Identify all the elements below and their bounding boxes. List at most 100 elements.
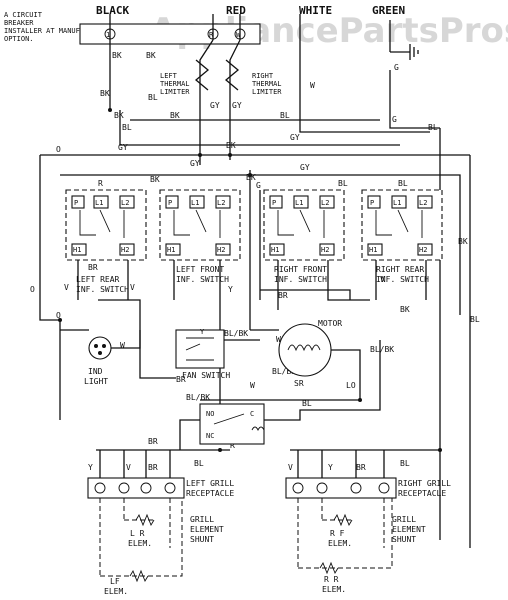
svg-text:RIGHT: RIGHT — [252, 72, 274, 80]
svg-text:O: O — [56, 145, 61, 154]
svg-text:BR: BR — [278, 291, 288, 300]
svg-text:SHUNT: SHUNT — [392, 535, 416, 544]
svg-text:RIGHT GRILL: RIGHT GRILL — [398, 479, 451, 488]
svg-text:V: V — [126, 463, 131, 472]
svg-text:INF. SWITCH: INF. SWITCH — [176, 275, 229, 284]
svg-text:L2: L2 — [121, 199, 129, 207]
svg-text:L1: L1 — [95, 199, 103, 207]
svg-text:V: V — [288, 463, 293, 472]
label-green: GREEN — [372, 4, 405, 17]
svg-text:INSTALLER AT MANUFACTURES: INSTALLER AT MANUFACTURES — [4, 27, 109, 35]
svg-text:LEFT FRONT: LEFT FRONT — [176, 265, 224, 274]
svg-text:BR: BR — [356, 463, 366, 472]
right-rear-inf-switch: P L1 L2 H1 H2 RIGHT REAR INF. SWITCH — [361, 189, 443, 284]
svg-text:Y: Y — [328, 463, 333, 472]
svg-text:BR: BR — [176, 375, 186, 384]
svg-text:GRILL: GRILL — [190, 515, 214, 524]
svg-text:BK: BK — [146, 51, 156, 60]
svg-text:L2: L2 — [321, 199, 329, 207]
svg-text:P: P — [272, 199, 276, 207]
svg-text:BL: BL — [302, 399, 312, 408]
relay: NO C NC — [199, 403, 265, 445]
svg-text:P: P — [370, 199, 374, 207]
ground-symbol: G — [389, 20, 419, 72]
svg-text:ELEM.: ELEM. — [128, 539, 152, 548]
svg-text:NO: NO — [206, 410, 214, 418]
svg-text:GRILL: GRILL — [392, 515, 416, 524]
svg-text:SHUNT: SHUNT — [190, 535, 214, 544]
svg-text:BR: BR — [148, 437, 158, 446]
svg-text:O: O — [56, 311, 61, 320]
svg-text:BL: BL — [148, 93, 158, 102]
svg-text:RIGHT REAR: RIGHT REAR — [376, 265, 424, 274]
motor: MOTOR — [278, 319, 342, 377]
svg-text:L1: L1 — [295, 199, 303, 207]
svg-text:GY: GY — [300, 163, 310, 172]
svg-text:RIGHT FRONT: RIGHT FRONT — [274, 265, 327, 274]
svg-text:H1: H1 — [167, 246, 175, 254]
terminal-block: 1 R W — [79, 23, 261, 45]
svg-text:LO: LO — [346, 381, 356, 390]
left-element-labels: L R ELEM. LF ELEM. GRILL ELEMENT SHUNT — [104, 515, 224, 596]
svg-text:W: W — [250, 381, 255, 390]
svg-text:W: W — [120, 341, 125, 350]
svg-text:THERMAL: THERMAL — [160, 80, 190, 88]
right-thermal-limiter: RIGHT THERMAL LIMITER — [224, 59, 282, 96]
svg-text:BL: BL — [398, 179, 408, 188]
svg-text:L1: L1 — [191, 199, 199, 207]
svg-text:BL/BK: BL/BK — [370, 345, 394, 354]
svg-text:BL: BL — [280, 111, 290, 120]
svg-text:LEFT: LEFT — [160, 72, 178, 80]
fan-switch: Y FAN SWITCH — [175, 328, 230, 380]
svg-text:BL: BL — [338, 179, 348, 188]
svg-text:L2: L2 — [419, 199, 427, 207]
svg-text:LEFT REAR: LEFT REAR — [76, 275, 120, 284]
svg-text:RECEPTACLE: RECEPTACLE — [398, 489, 446, 498]
svg-text:V: V — [380, 275, 385, 284]
label-red: RED — [226, 4, 246, 17]
svg-text:GY: GY — [232, 101, 242, 110]
svg-text:Y: Y — [200, 328, 205, 336]
svg-text:BK: BK — [150, 175, 160, 184]
svg-text:Y: Y — [88, 463, 93, 472]
svg-text:L R: L R — [130, 529, 145, 538]
svg-text:SR: SR — [294, 379, 304, 388]
svg-text:BL: BL — [122, 123, 132, 132]
svg-text:BL: BL — [470, 315, 480, 324]
svg-text:G: G — [394, 63, 399, 72]
svg-text:BREAKER: BREAKER — [4, 19, 34, 27]
svg-text:ELEM.: ELEM. — [104, 587, 128, 596]
svg-text:O: O — [30, 285, 35, 294]
svg-text:R R: R R — [324, 575, 339, 584]
svg-text:INF. SWITCH: INF. SWITCH — [376, 275, 429, 284]
svg-text:OPTION.: OPTION. — [4, 35, 34, 43]
svg-text:BK: BK — [100, 89, 110, 98]
indicator-light: IND LIGHT — [84, 336, 112, 386]
svg-text:BR: BR — [88, 263, 98, 272]
svg-text:BK: BK — [114, 111, 124, 120]
svg-text:FAN SWITCH: FAN SWITCH — [182, 371, 230, 380]
svg-text:G: G — [392, 115, 397, 124]
svg-text:BL/BK: BL/BK — [186, 393, 210, 402]
left-grill-receptacle: LEFT GRILL RECEPTACLE — [87, 477, 234, 499]
svg-text:NC: NC — [206, 432, 214, 440]
right-receptacle-labels: V Y BR BL — [288, 459, 410, 472]
svg-text:THERMAL: THERMAL — [252, 80, 282, 88]
svg-text:GY: GY — [118, 143, 128, 152]
svg-text:H2: H2 — [321, 246, 329, 254]
svg-text:LIMITER: LIMITER — [160, 88, 190, 96]
svg-text:H2: H2 — [121, 246, 129, 254]
svg-text:C: C — [250, 410, 254, 418]
junction-dots — [58, 108, 442, 452]
svg-text:Y: Y — [228, 285, 233, 294]
svg-text:A CIRCUIT: A CIRCUIT — [4, 11, 43, 19]
wire-labels: BK BK BK BK BL BL BK GY GY W BL G BL O G… — [30, 51, 480, 450]
svg-text:LF: LF — [110, 577, 120, 586]
svg-text:GY: GY — [190, 159, 200, 168]
svg-text:LIMITER: LIMITER — [252, 88, 282, 96]
svg-text:BL/BK: BL/BK — [224, 329, 248, 338]
svg-text:G: G — [256, 181, 261, 190]
breaker-note: A CIRCUIT BREAKER INSTALLER AT MANUFACTU… — [4, 11, 109, 43]
label-white: WHITE — [299, 4, 332, 17]
